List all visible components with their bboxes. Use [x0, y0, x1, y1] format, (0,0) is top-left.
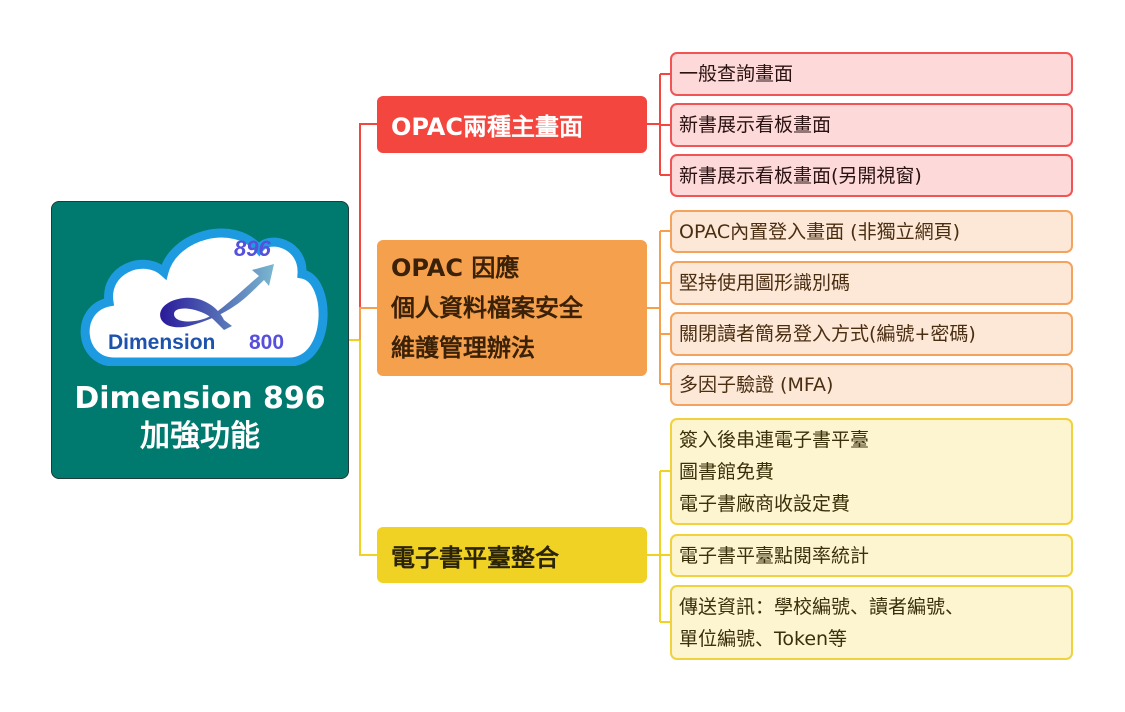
- branch-ebook-integration[interactable]: 電子書平臺整合: [377, 527, 647, 583]
- child-node[interactable]: 堅持使用圖形識別碼: [670, 261, 1073, 305]
- child-node[interactable]: 多因子驗證 (MFA): [670, 363, 1073, 406]
- child-node[interactable]: 關閉讀者簡易登入方式(編號+密碼): [670, 312, 1073, 356]
- child-node[interactable]: 電子書平臺點閱率統計: [670, 534, 1073, 577]
- root-title-line1: Dimension 896: [74, 381, 326, 416]
- root-node[interactable]: 896 Dimension 800 Dimension 896 加強功能: [51, 201, 349, 479]
- child-node[interactable]: 傳送資訊：學校編號、讀者編號、 單位編號、Token等: [670, 585, 1073, 660]
- arrow-swoosh-icon: [160, 264, 274, 330]
- child-node[interactable]: 簽入後串連電子書平臺 圖書館免費 電子書廠商收設定費: [670, 418, 1073, 525]
- logo-bottom-number: 800: [249, 331, 284, 354]
- root-title-line2: 加強功能: [140, 419, 260, 454]
- root-title: Dimension 896 加強功能: [52, 380, 348, 456]
- child-node[interactable]: 新書展示看板畫面: [670, 103, 1073, 147]
- logo-top-text: 896: [234, 236, 271, 261]
- child-node[interactable]: OPAC內置登入畫面 (非獨立網頁): [670, 210, 1073, 253]
- dimension-cloud-logo: 896 Dimension 800: [80, 228, 328, 366]
- child-node[interactable]: 一般查詢畫面: [670, 52, 1073, 96]
- logo-bottom-text: Dimension: [108, 331, 215, 354]
- child-node[interactable]: 新書展示看板畫面(另開視窗): [670, 154, 1073, 197]
- branch-opac-privacy[interactable]: OPAC 因應 個人資料檔案安全 維護管理辦法: [377, 240, 647, 376]
- branch-opac-screens[interactable]: OPAC兩種主畫面: [377, 96, 647, 153]
